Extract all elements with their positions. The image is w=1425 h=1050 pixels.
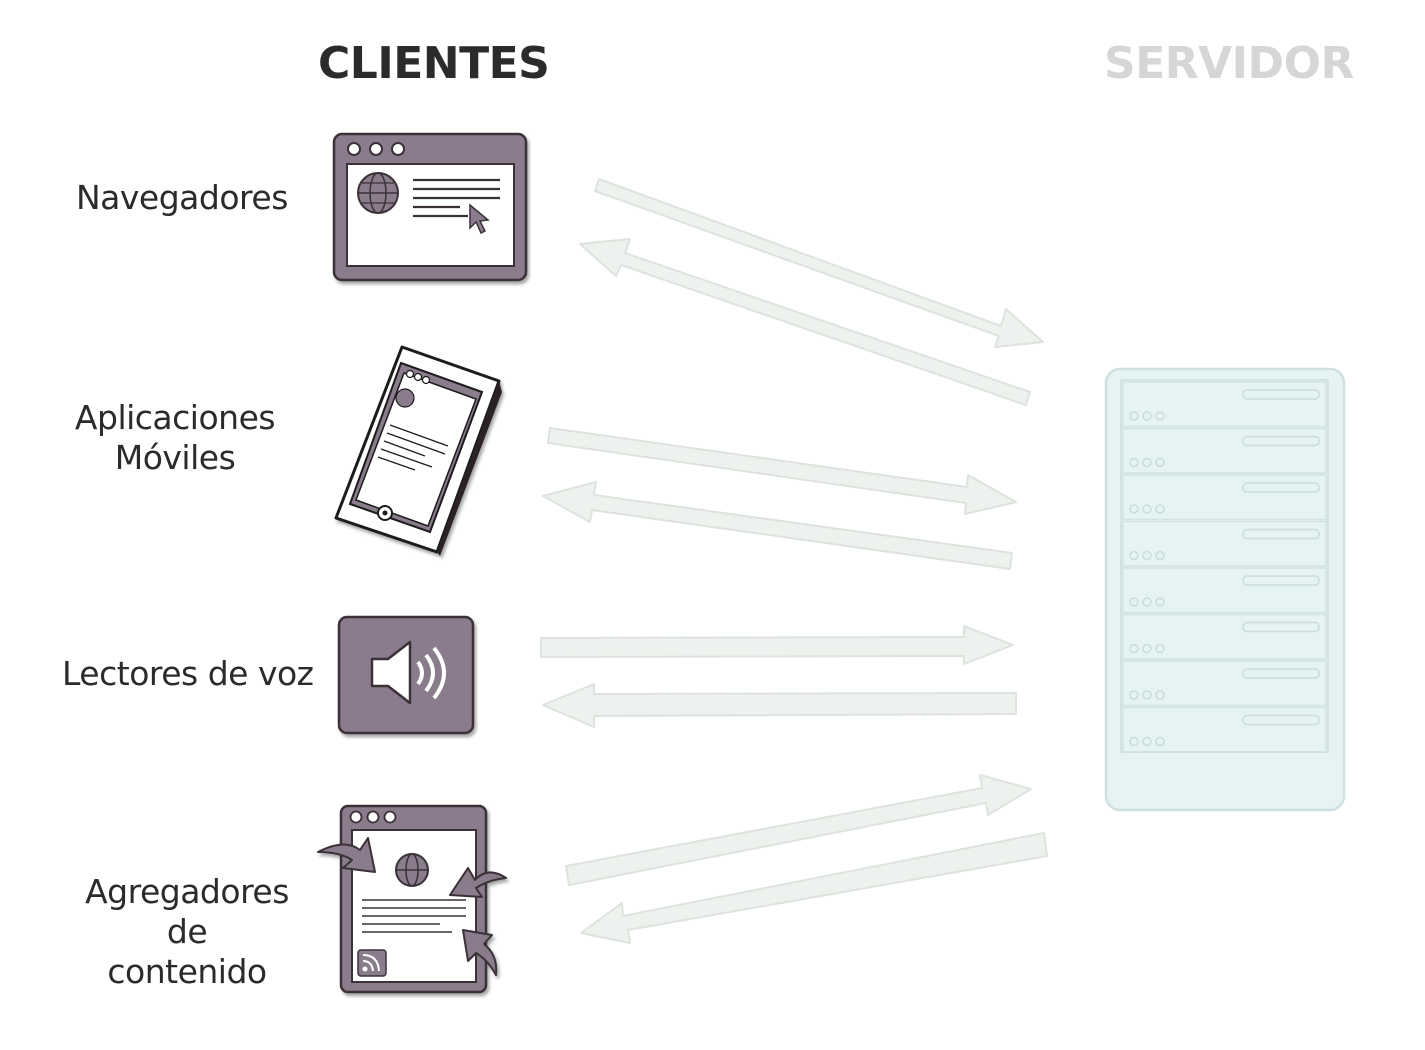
server-unit: [1122, 381, 1327, 428]
label-mobile-apps-line2: Móviles: [114, 438, 236, 477]
label-browsers: Navegadores: [76, 178, 288, 218]
request-arrow-mobile: [547, 427, 1017, 515]
label-mobile-apps-line1: Aplicaciones: [74, 398, 276, 437]
server-unit: [1122, 427, 1327, 474]
globe-icon: [395, 853, 429, 887]
feed-aggregator-icon: [317, 804, 507, 994]
label-screen-readers: Lectores de voz: [62, 654, 314, 694]
response-arrow-browsers: [579, 238, 1031, 406]
label-browsers-text: Navegadores: [76, 178, 288, 217]
speaker-icon: [337, 615, 475, 735]
server-units: [1122, 381, 1327, 753]
server-unit: [1122, 520, 1327, 567]
request-arrow-aggregators: [565, 774, 1032, 886]
label-aggregators-line2: contenido: [107, 952, 267, 991]
request-arrow-voice: [540, 625, 1014, 665]
server-unit: [1122, 567, 1327, 614]
server-heading: SERVIDOR: [1104, 38, 1354, 89]
server-rack-icon: [1104, 367, 1346, 812]
label-screen-readers-text: Lectores de voz: [62, 654, 314, 693]
server-unit: [1122, 660, 1327, 707]
request-arrow-browsers: [594, 178, 1044, 348]
label-aggregators: Agregadores de contenido: [62, 872, 312, 992]
response-arrow-aggregators: [580, 832, 1048, 944]
arrows-group: [540, 178, 1048, 944]
tablet-icon: [334, 345, 502, 556]
server-unit: [1122, 706, 1327, 753]
response-arrow-mobile: [542, 481, 1013, 570]
globe-icon: [357, 172, 399, 214]
browser-window-icon: [332, 132, 528, 282]
label-aggregators-line1: Agregadores de: [85, 872, 289, 951]
response-arrow-voice: [542, 683, 1017, 728]
server-unit: [1122, 613, 1327, 660]
server-unit: [1122, 474, 1327, 521]
label-mobile-apps: Aplicaciones Móviles: [60, 398, 290, 478]
rss-icon: [357, 949, 387, 977]
cursor-icon: [469, 203, 490, 235]
clients-heading: CLIENTES: [318, 38, 550, 89]
